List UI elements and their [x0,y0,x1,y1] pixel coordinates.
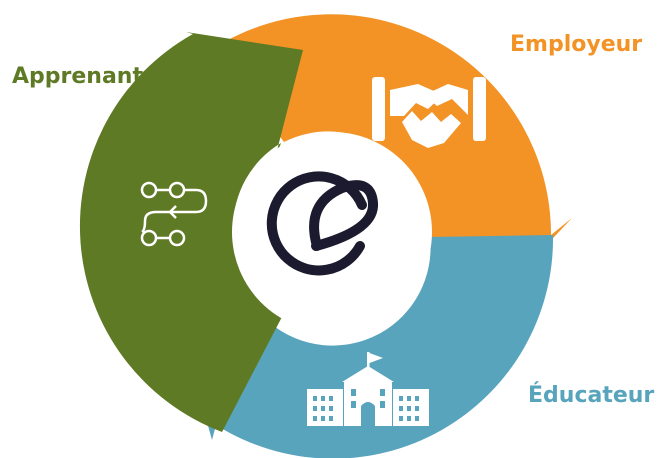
educateur-label: Éducateur [528,383,655,408]
e-logo-icon [266,171,378,276]
employeur-label: Employeur [510,32,643,57]
workflow-path-icon [140,181,208,247]
handshake-icon [372,77,486,148]
apprenant-arrow [79,32,303,432]
center-circle [232,132,432,332]
school-building-icon [307,352,429,426]
apprenant-label: Apprenant [12,64,143,89]
educateur-arrow [185,235,554,458]
